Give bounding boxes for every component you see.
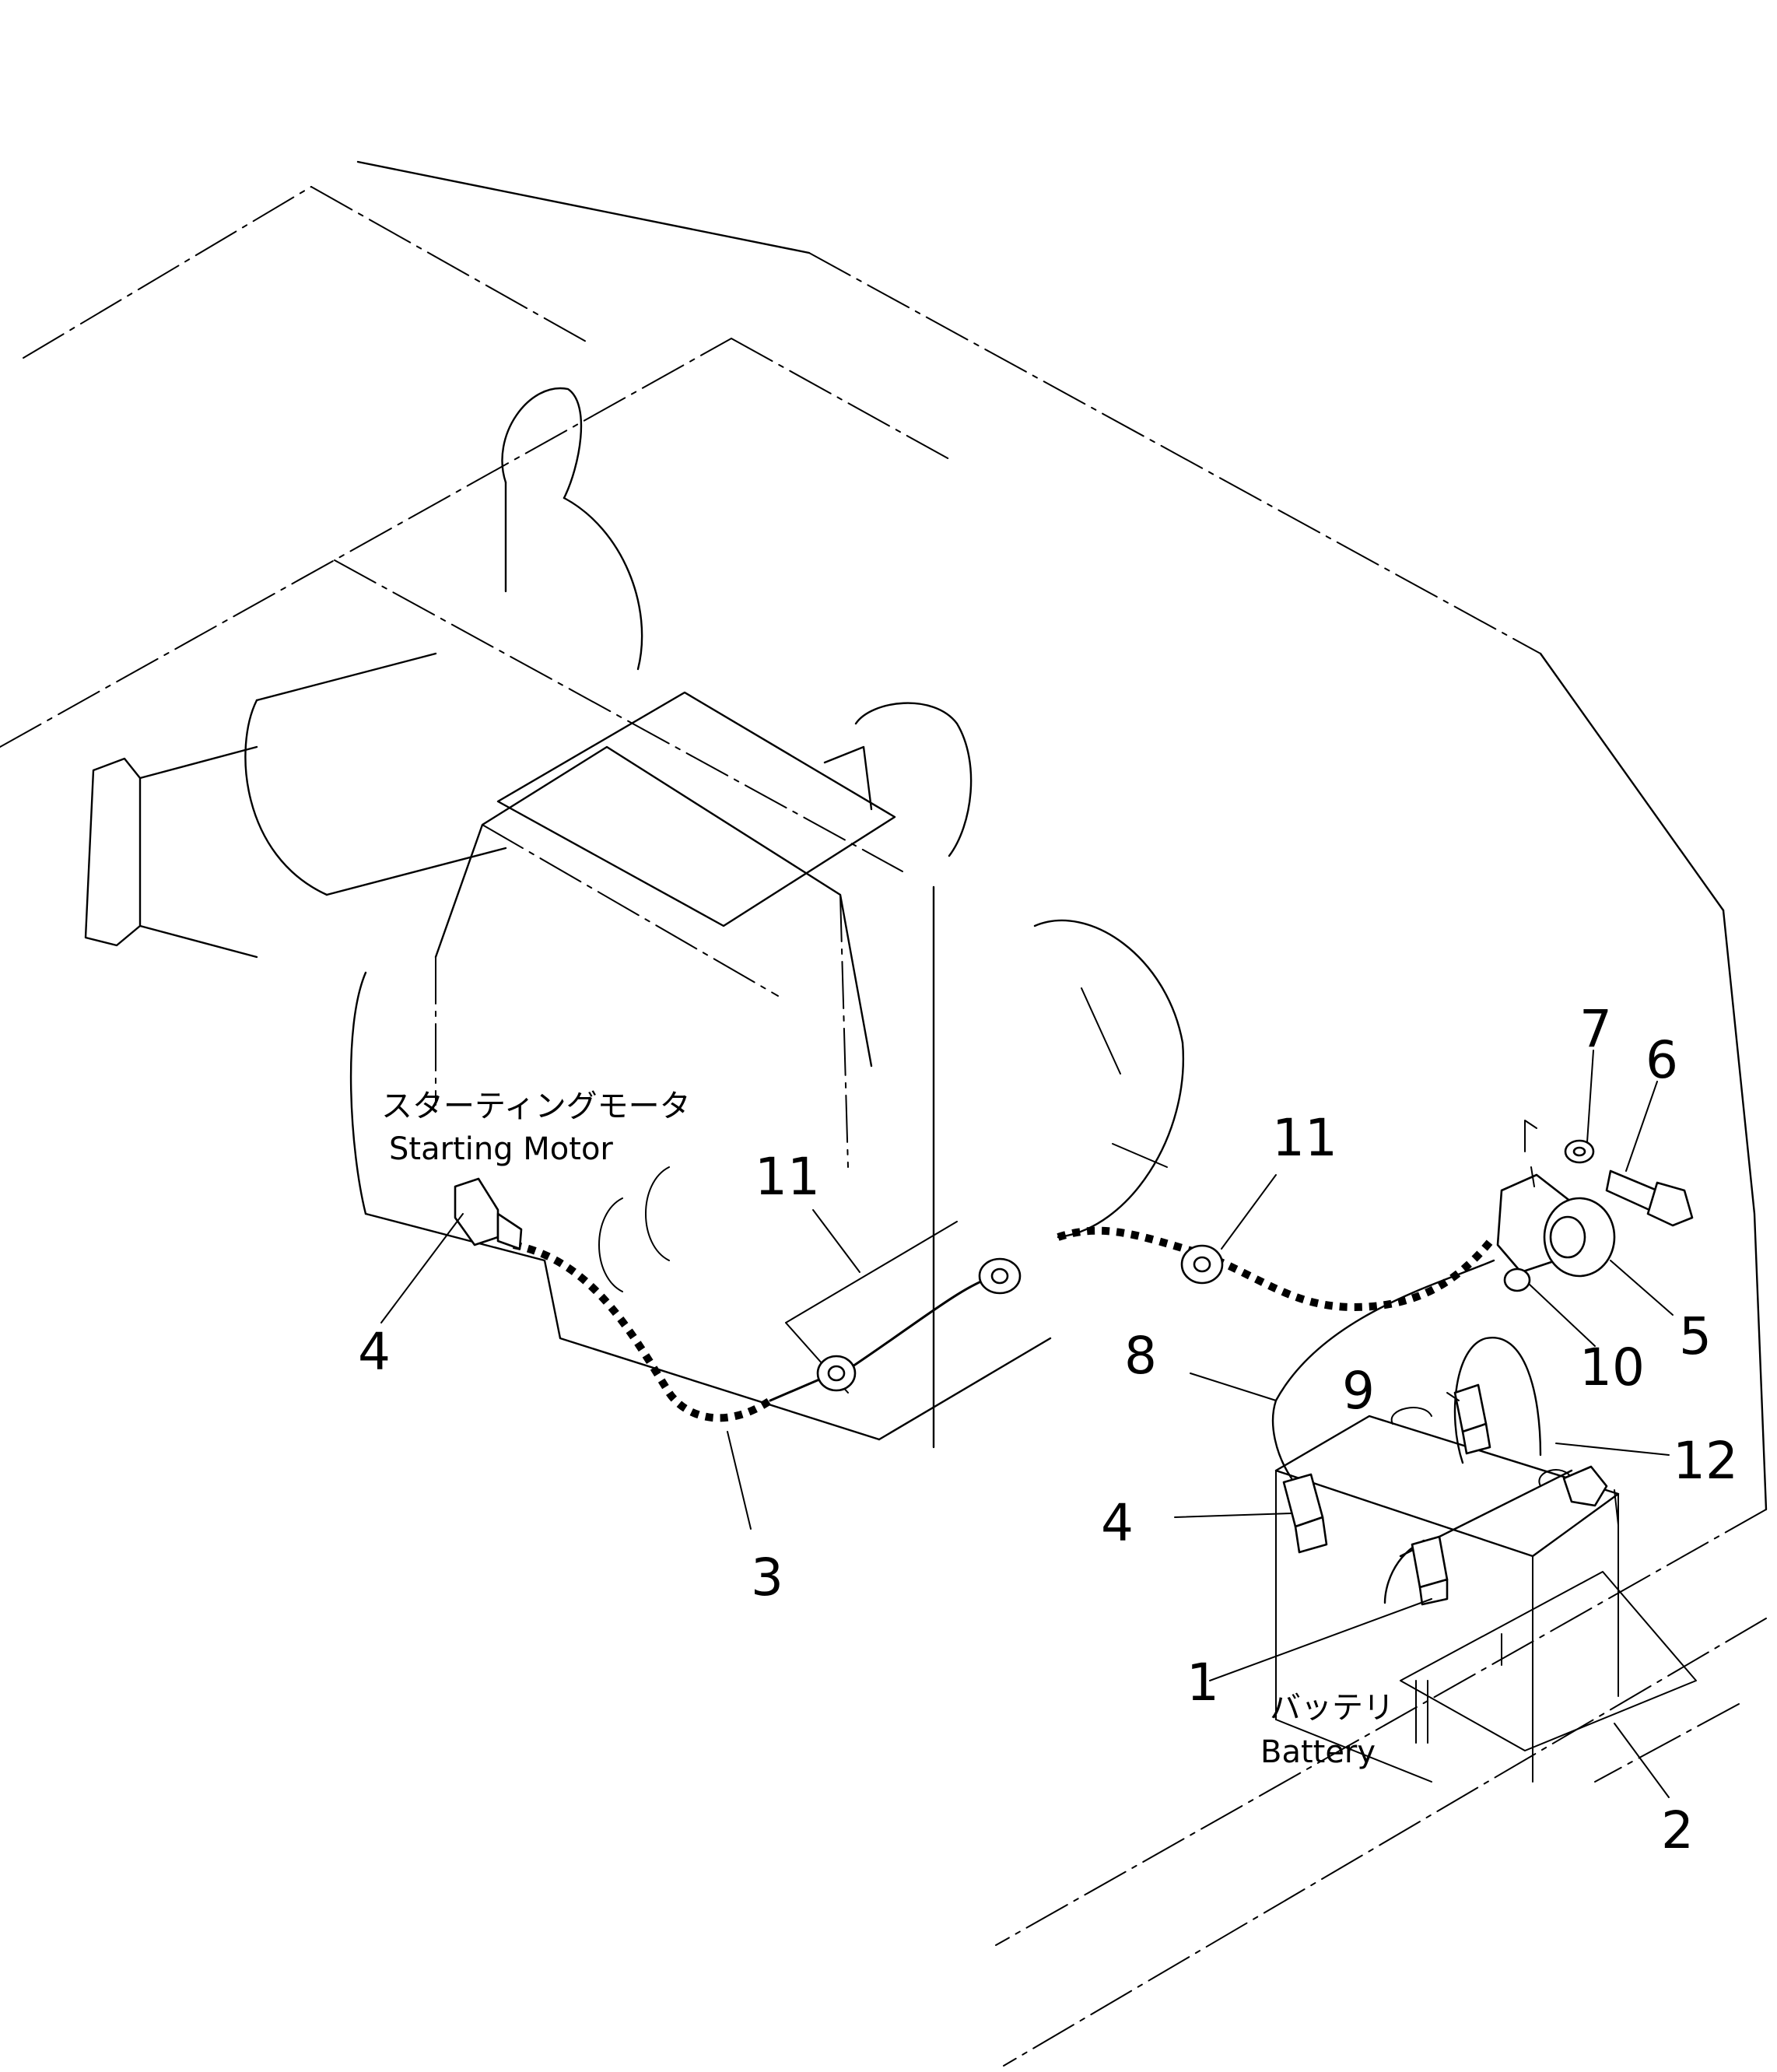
harness-item-12 bbox=[1453, 1336, 1542, 1464]
starting-motor-label-en: Starting Motor bbox=[389, 1131, 613, 1167]
callout-7: 7 bbox=[1579, 999, 1612, 1059]
callout-5: 5 bbox=[1679, 1306, 1712, 1366]
callout-4-right: 4 bbox=[1101, 1493, 1134, 1553]
callout-11-left: 11 bbox=[755, 1147, 820, 1207]
connector-4-battery bbox=[1282, 1473, 1328, 1554]
battery-relay-5 bbox=[1496, 1120, 1616, 1278]
callout-bracket-2 bbox=[1400, 1571, 1697, 1751]
harness-item-8 bbox=[1271, 1259, 1495, 1480]
engine-outline bbox=[84, 387, 1185, 1449]
terminal-1-a bbox=[1411, 1535, 1449, 1606]
leader-lines bbox=[380, 1050, 1674, 1798]
callout-bracket-11-left bbox=[785, 1221, 958, 1394]
connector-9 bbox=[1453, 1383, 1491, 1455]
callout-2: 2 bbox=[1661, 1800, 1694, 1860]
connector-4-starting-motor bbox=[454, 1177, 523, 1250]
callout-3: 3 bbox=[751, 1548, 783, 1607]
callout-4-left: 4 bbox=[358, 1322, 391, 1382]
harness-item-1 bbox=[1383, 1469, 1573, 1604]
washer-7 bbox=[1564, 1139, 1595, 1164]
callout-11-right: 11 bbox=[1272, 1108, 1337, 1168]
battery-outline bbox=[1274, 1407, 1620, 1783]
starting-motor-label-jp: スターティングモータ bbox=[381, 1089, 691, 1124]
clamp-11-middle bbox=[978, 1257, 1022, 1295]
terminal-1-b bbox=[1562, 1465, 1619, 1526]
callout-8: 8 bbox=[1124, 1326, 1157, 1386]
callout-9: 9 bbox=[1342, 1361, 1375, 1421]
callout-6: 6 bbox=[1646, 1030, 1678, 1090]
clamp-11-left bbox=[816, 1355, 857, 1392]
callout-12: 12 bbox=[1673, 1431, 1738, 1491]
connector-10 bbox=[1503, 1267, 1531, 1292]
battery-label-jp: バッテリ bbox=[1270, 1690, 1394, 1726]
bolt-6 bbox=[1605, 1169, 1694, 1227]
clamp-11-right bbox=[1180, 1244, 1224, 1285]
callout-1: 1 bbox=[1186, 1653, 1219, 1713]
component-labels: スターティングモータ Starting Motor バッテリ Battery bbox=[381, 1089, 1394, 1770]
battery-label-en: Battery bbox=[1260, 1734, 1376, 1770]
callout-10: 10 bbox=[1579, 1338, 1645, 1397]
callout-numbers: 7 6 11 11 4 5 10 8 9 12 4 3 1 2 bbox=[358, 999, 1738, 1860]
machine-frame-outline bbox=[0, 160, 1768, 2067]
